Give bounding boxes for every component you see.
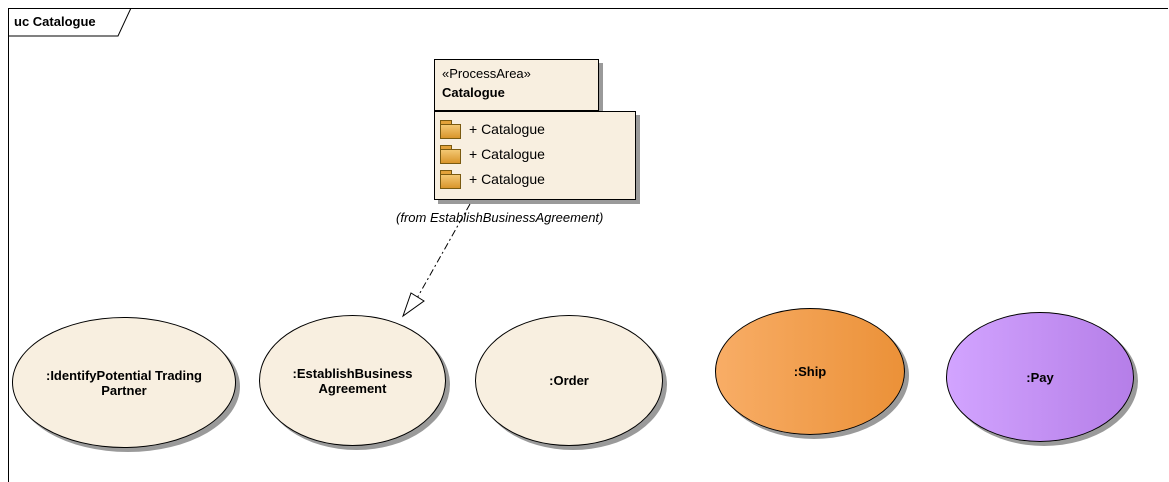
package-name: Catalogue [442, 85, 505, 100]
package-item[interactable]: + Catalogue [440, 168, 545, 190]
usecase-label-line1: :IdentifyPotential Trading [45, 367, 202, 383]
usecase-label-line1: :EstablishBusiness [292, 365, 413, 381]
package-item[interactable]: + Catalogue [440, 118, 545, 140]
package-item-label: + Catalogue [469, 171, 545, 187]
usecase-label-line2: Partner [101, 382, 147, 398]
usecase-pay[interactable]: :Pay [946, 312, 1134, 442]
package-item[interactable]: + Catalogue [440, 143, 545, 165]
package-item-label: + Catalogue [469, 146, 545, 162]
frame-title-tab [8, 8, 132, 37]
package-tab[interactable]: «ProcessArea» Catalogue [434, 59, 599, 111]
folder-icon [440, 119, 461, 139]
usecase-label: :Order [549, 373, 589, 388]
folder-icon [440, 144, 461, 164]
usecase-establish-business-agreement[interactable]: :EstablishBusiness Agreement [259, 315, 446, 446]
package-body[interactable]: + Catalogue + Catalogue + Catalogue [434, 111, 636, 200]
package-item-label: + Catalogue [469, 121, 545, 137]
usecase-identify-potential-trading-partner[interactable]: :IdentifyPotential Trading Partner [12, 317, 236, 448]
diagram-frame [8, 8, 1168, 482]
usecase-label-line2: Agreement [318, 380, 387, 396]
usecase-label: :Pay [1026, 369, 1054, 385]
dependency-arrowhead [402, 292, 425, 318]
usecase-order[interactable]: :Order [475, 315, 663, 446]
folder-icon [440, 169, 461, 189]
usecase-label: :Ship [793, 364, 827, 379]
from-note: (from EstablishBusinessAgreement) [396, 210, 604, 225]
package-stereotype: «ProcessArea» [442, 66, 531, 81]
usecase-ship[interactable]: :Ship [715, 308, 905, 435]
frame-title: uc Catalogue [14, 14, 96, 29]
